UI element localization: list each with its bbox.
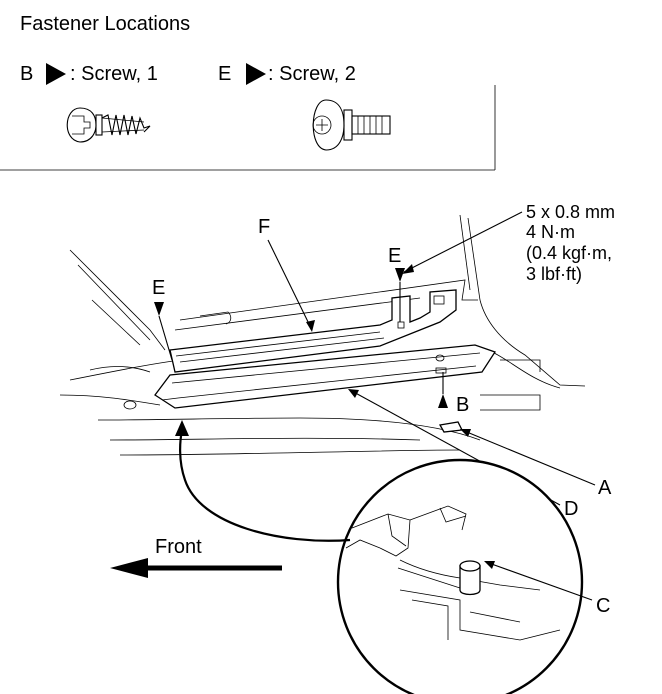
fastener-legend: Fastener Locations B : Screw, 1 E : Scre… [0, 13, 496, 171]
callout-a: A [598, 477, 612, 499]
tapping-screw-icon [66, 107, 151, 143]
legend-b-letter: B [20, 63, 33, 85]
legend-title: Fastener Locations [20, 13, 190, 35]
arrowhead-icon [306, 320, 315, 332]
triangle-marker-icon [395, 268, 405, 282]
triangle-marker-icon [154, 302, 164, 316]
callout-e-left: E [152, 277, 165, 299]
arrowhead-icon [402, 264, 414, 274]
upper-bracket-f [169, 289, 457, 373]
triangle-marker-icon [46, 63, 66, 85]
triangle-marker-icon [438, 394, 448, 408]
clip-a [438, 421, 463, 433]
callout-f: F [258, 216, 270, 238]
direction-label: Front [155, 536, 202, 558]
torque-spec: 5 x 0.8 mm 4 N·m (0.4 kgf·m, 3 lbf·ft) [526, 202, 615, 284]
leader-torque [403, 211, 523, 273]
torque-line-1: 5 x 0.8 mm [526, 202, 615, 222]
legend-b-desc: : Screw, 1 [70, 63, 158, 85]
flange-bolt-icon [312, 99, 391, 151]
detail-pointer-arrow [179, 429, 351, 542]
leader-a [461, 429, 596, 486]
callout-c: C [596, 595, 610, 617]
legend-e-desc: : Screw, 2 [268, 63, 356, 85]
arrowhead-icon [175, 420, 189, 436]
detail-view-circle [336, 458, 584, 694]
torque-line-2: 4 N·m [526, 222, 575, 242]
leader-c [485, 561, 593, 601]
arrowhead-icon [348, 389, 359, 398]
torque-line-3: (0.4 kgf·m, [526, 243, 612, 263]
triangle-marker-icon [246, 63, 266, 85]
leader-e-left [158, 315, 173, 361]
vehicle-body-outline [59, 214, 586, 456]
arrowhead-icon [484, 561, 495, 569]
callout-e-right: E [388, 245, 401, 267]
leader-f [267, 239, 313, 331]
front-arrow-icon [110, 558, 148, 578]
torque-line-4: 3 lbf·ft) [526, 264, 582, 284]
callout-d: D [564, 498, 578, 520]
callout-b: B [456, 394, 469, 416]
sill-trim-d [154, 344, 496, 409]
arrowhead-icon [460, 429, 471, 437]
legend-e-letter: E [218, 63, 231, 85]
